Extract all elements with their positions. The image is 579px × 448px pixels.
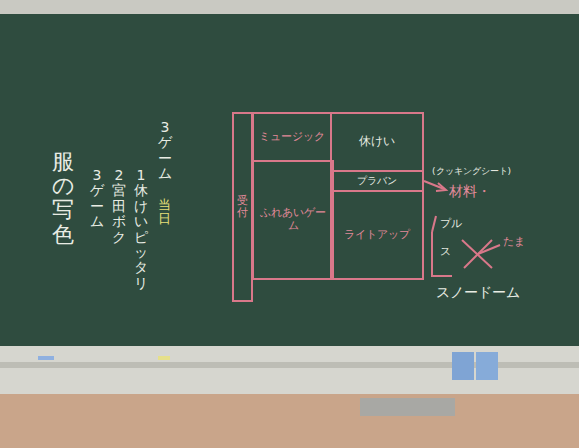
- board-frame: [0, 0, 579, 14]
- board-surface: [0, 14, 579, 346]
- cell-box: 受付: [232, 112, 253, 302]
- chalk-note: 1 休けいピッタリ: [134, 168, 148, 291]
- chalk-note: 2 宮田 ボク: [112, 168, 126, 245]
- cell-box: ミュージック: [252, 112, 332, 162]
- cell-text: ミュージック: [259, 131, 325, 144]
- chalk-note: プル: [440, 218, 462, 231]
- sketch-line: [478, 245, 500, 254]
- chalk-note: (クッキングシート): [432, 166, 511, 176]
- chalk-note: 当日: [158, 198, 171, 227]
- chalk-note: ス: [440, 246, 451, 259]
- sketch-line: [462, 240, 492, 268]
- cell-text: プラバン: [357, 175, 397, 187]
- cell-box: ふれあいゲーム: [252, 160, 334, 280]
- board-bracket: [360, 398, 455, 416]
- chalk-note: 3ゲーム: [158, 120, 172, 182]
- cell-box: 休けい: [330, 112, 424, 172]
- sketch-bracket: [432, 216, 436, 232]
- chalk-note: スノードーム: [436, 284, 520, 300]
- chalk-note: たま: [503, 236, 525, 249]
- sketch-bracket: [432, 232, 452, 276]
- chalk-piece: [158, 356, 170, 360]
- eraser: [452, 352, 474, 380]
- eraser: [476, 352, 498, 380]
- chalk-note: 3 ゲーム: [90, 168, 104, 230]
- cell-box: プラバン: [330, 170, 424, 192]
- chalk-note: 材料・: [449, 183, 491, 199]
- cell-box: ライトアップ: [330, 190, 424, 280]
- arrow-head: [436, 183, 446, 191]
- chalk-note: 服の写色: [52, 150, 74, 247]
- chalk-tray: [0, 346, 579, 394]
- wooden-wall: [0, 394, 579, 448]
- chalk-piece: [38, 356, 54, 360]
- cell-text: 受付: [237, 195, 248, 219]
- cell-text: 休けい: [359, 135, 395, 149]
- cell-text: ライトアップ: [344, 229, 410, 242]
- cell-text: ふれあいゲーム: [256, 207, 330, 232]
